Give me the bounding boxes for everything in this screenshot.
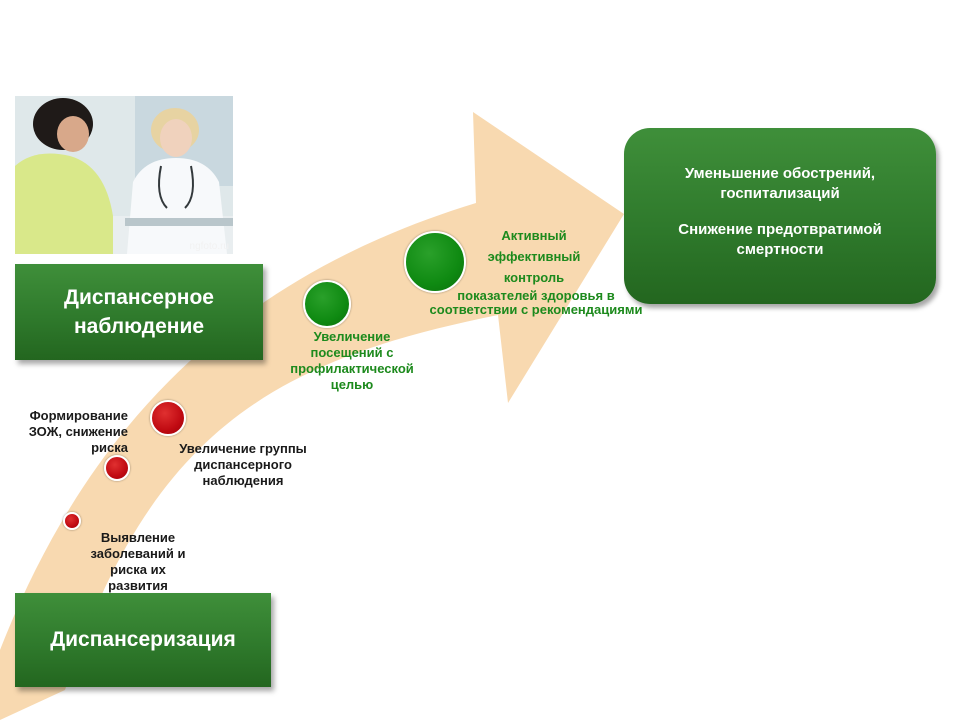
label-indicators: показателей здоровья в соответствии с ре…: [405, 289, 667, 317]
doctor-patient-photo: ngfoto.ru: [15, 96, 233, 254]
dispanserization-box-label: Диспансеризация: [50, 628, 236, 651]
label-detection-3: риска их: [110, 562, 166, 577]
label-visits-increase-2: посещений с: [310, 345, 394, 360]
result-line-2a: Снижение предотвратимой: [678, 221, 882, 238]
result-line-1a: Уменьшение обострений,: [684, 165, 876, 182]
result-line-2b: смертности: [736, 241, 824, 258]
label-group-increase: Увеличение группы диспансерного наблюден…: [165, 441, 321, 489]
label-group-increase-3: наблюдения: [202, 473, 284, 488]
label-active-control: Активный эффективный контроль: [470, 225, 598, 288]
label-healthy-lifestyle-3: риска: [91, 440, 128, 455]
result-box: Уменьшение обострений, госпитализаций Сн…: [624, 128, 936, 304]
dispanserization-box: Диспансеризация: [15, 593, 271, 687]
label-healthy-lifestyle-1: Формирование: [29, 408, 128, 423]
label-detection-4: развития: [108, 578, 168, 593]
observation-box-line-2: наблюдение: [73, 315, 205, 338]
label-healthy-lifestyle-2: ЗОЖ, снижение: [28, 424, 128, 439]
label-detection-1: Выявление: [100, 530, 176, 545]
doctor-patient-illustration: [15, 96, 233, 254]
step-dot-detection: [63, 512, 81, 530]
label-active-control-3: контроль: [503, 270, 565, 285]
label-detection-2: заболеваний и: [90, 546, 186, 561]
step-dot-healthy-lifestyle: [104, 455, 130, 481]
observation-box-line-1: Диспансерное: [64, 286, 214, 309]
label-group-increase-1: Увеличение группы: [179, 441, 307, 456]
arrow-body: [0, 112, 624, 720]
label-detection: Выявление заболеваний и риска их развити…: [72, 530, 204, 594]
label-visits-increase-4: целью: [330, 377, 374, 392]
result-line-1b: госпитализаций: [720, 185, 840, 202]
label-active-control-1: Активный: [501, 228, 567, 243]
label-visits-increase-3: профилактической: [290, 361, 414, 376]
label-indicators-1: показателей здоровья в: [457, 288, 615, 303]
observation-box: Диспансерное наблюдение: [15, 264, 263, 360]
label-visits-increase: Увеличение посещений с профилактической …: [272, 329, 432, 393]
label-active-control-2: эффективный: [487, 249, 581, 264]
label-indicators-2: соответствии с рекомендациями: [429, 302, 643, 317]
label-healthy-lifestyle: Формирование ЗОЖ, снижение риска: [16, 408, 128, 456]
step-dot-group-increase: [150, 400, 186, 436]
step-dot-active-control: [404, 231, 466, 293]
label-group-increase-2: диспансерного: [194, 457, 292, 472]
photo-watermark: ngfoto.ru: [189, 241, 229, 252]
step-dot-visits-increase: [303, 280, 351, 328]
label-visits-increase-1: Увеличение: [313, 329, 391, 344]
